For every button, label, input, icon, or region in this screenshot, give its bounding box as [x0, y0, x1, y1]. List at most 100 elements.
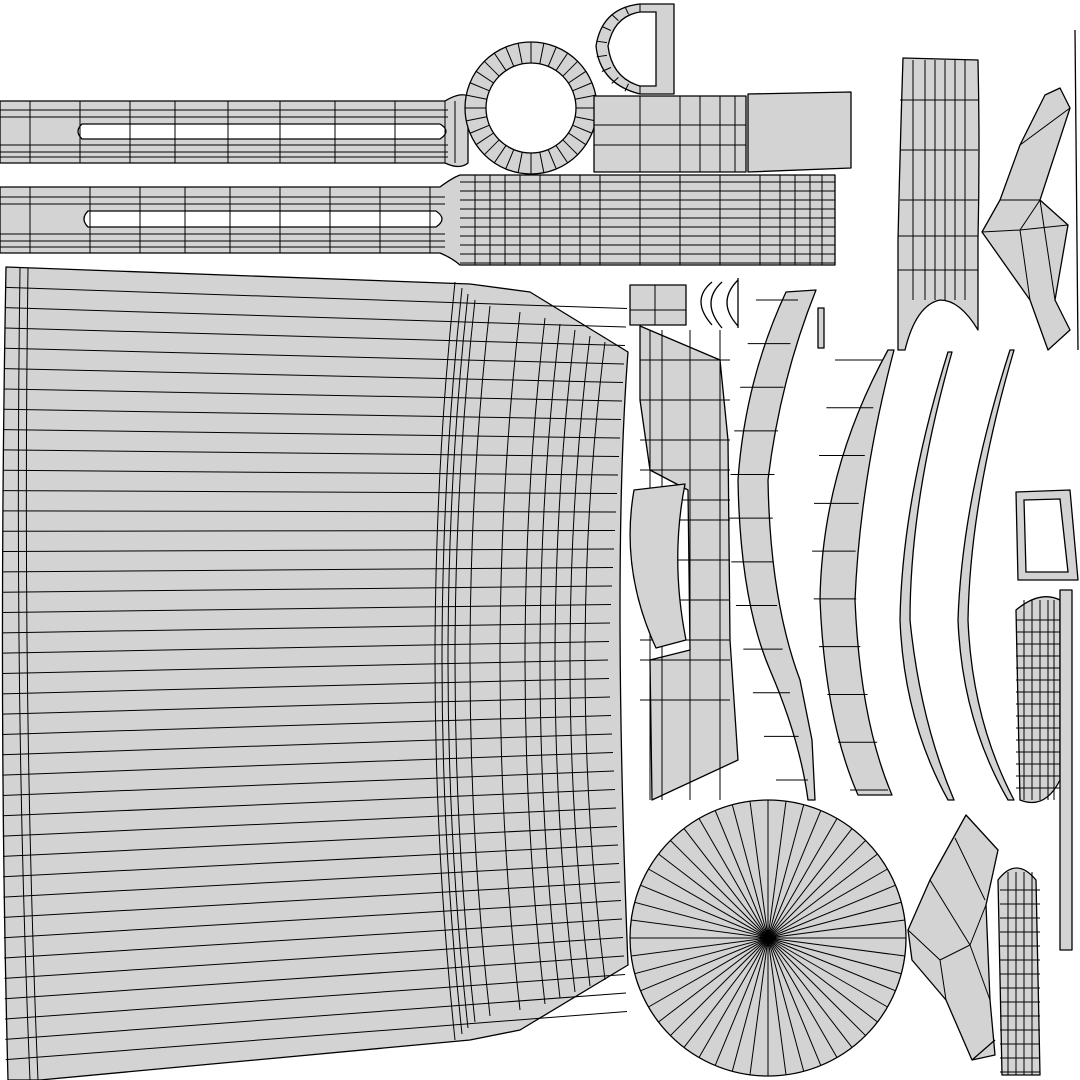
- ring-shell: [464, 41, 598, 175]
- arch-cap: [595, 3, 675, 95]
- wire-edge: [767, 828, 853, 939]
- wire-edge: [568, 132, 587, 146]
- wire-edge: [5, 1011, 628, 1061]
- wire-edge: [4, 918, 623, 959]
- wire-edge: [539, 43, 545, 64]
- wire-edge: [767, 901, 902, 939]
- wire-edge: [493, 145, 507, 164]
- wire-edge: [441, 287, 463, 1035]
- wire-edge: [554, 329, 576, 993]
- wire-edge: [454, 299, 476, 1023]
- wire-edge: [767, 937, 905, 957]
- wire-edge: [767, 818, 838, 939]
- small-frame: [1015, 489, 1079, 581]
- wire-edge: [2, 826, 618, 857]
- wire-edge: [767, 937, 838, 1058]
- wire-edge: [767, 937, 822, 1066]
- wire-edge: [469, 82, 490, 92]
- wire-edge: [5, 327, 626, 346]
- wire-edge: [5, 307, 627, 328]
- wire-edge: [3, 408, 622, 420]
- wire-edge: [749, 937, 769, 1075]
- lower-strap-strip: [0, 174, 836, 266]
- wire-edge: [3, 449, 620, 457]
- wire-edge: [3, 881, 621, 918]
- fold-panel-right: [981, 29, 1079, 351]
- wire-edge: [572, 124, 593, 134]
- wire-edge: [555, 52, 569, 71]
- main-body-panel: [1, 266, 629, 1080]
- wire-edge: [584, 341, 606, 981]
- wire-edge: [749, 801, 769, 939]
- wire-edge: [767, 868, 888, 939]
- wire-edge: [601, 26, 612, 31]
- wire-edge: [539, 152, 545, 173]
- wire-edge: [434, 281, 456, 1041]
- wire-edge: [475, 132, 494, 146]
- wire-edge: [2, 548, 615, 553]
- wire-edge: [634, 937, 769, 975]
- wire-edge: [767, 937, 888, 1008]
- wire-edge: [575, 116, 596, 122]
- wire-edge: [767, 853, 878, 939]
- wire-edge: [3, 429, 621, 439]
- wire-edge: [767, 801, 787, 939]
- wire-edge: [648, 868, 769, 939]
- wire-edge: [683, 828, 769, 939]
- wire-edge: [767, 810, 822, 939]
- wire-edge: [483, 139, 500, 156]
- wire-edge: [631, 937, 769, 957]
- wire-edge: [4, 388, 623, 402]
- fold-panel-bottom: [907, 814, 999, 1061]
- wire-edge: [4, 955, 625, 1000]
- wire-edge: [767, 804, 805, 939]
- wire-edge: [767, 937, 853, 1048]
- wire-edge: [447, 293, 469, 1029]
- wire-edge: [2, 641, 610, 654]
- curved-strips: [629, 289, 1015, 801]
- wire-edge: [767, 937, 866, 1036]
- wire-edge: [1, 659, 609, 674]
- wire-edge: [596, 54, 607, 58]
- wire-edge: [562, 60, 579, 77]
- wire-edge: [767, 937, 896, 992]
- wire-edge: [767, 919, 905, 939]
- wire-edge: [466, 116, 487, 122]
- wire-edge: [524, 317, 546, 1005]
- wire-edge: [3, 900, 622, 939]
- wire-edge: [2, 733, 613, 756]
- wire-edge: [569, 335, 591, 987]
- wire-edge: [568, 70, 587, 84]
- wire-edge: [624, 6, 629, 15]
- wire-edge: [3, 844, 619, 878]
- wire-edge: [640, 884, 769, 939]
- wire-edge: [493, 52, 507, 71]
- block-panels: [593, 91, 852, 349]
- wire-edge: [767, 884, 896, 939]
- wire-edge: [1, 678, 610, 695]
- wire-edge: [634, 901, 769, 939]
- wire-edge: [714, 810, 769, 939]
- wire-edge: [4, 937, 624, 979]
- tall-column-panel: [897, 57, 980, 351]
- wire-edge: [466, 94, 487, 100]
- wire-edge: [2, 752, 614, 776]
- wire-edge: [731, 804, 769, 939]
- wire-edge: [25, 267, 39, 1080]
- wire-edge: [4, 347, 625, 365]
- wire-edge: [767, 937, 787, 1075]
- wire-edge: [611, 14, 619, 22]
- wire-edge: [2, 530, 616, 532]
- wire-edge: [2, 715, 612, 735]
- wire-edge: [2, 789, 616, 817]
- wire-edge: [517, 43, 523, 64]
- wire-edge: [767, 840, 866, 939]
- wire-edge: [2, 696, 611, 715]
- wire-edge: [2, 585, 613, 593]
- wire-edge: [17, 267, 31, 1080]
- wire-edge: [658, 853, 769, 939]
- upper-strap-strip: [0, 94, 469, 168]
- wire-edge: [658, 937, 769, 1023]
- wire-edge: [547, 149, 557, 170]
